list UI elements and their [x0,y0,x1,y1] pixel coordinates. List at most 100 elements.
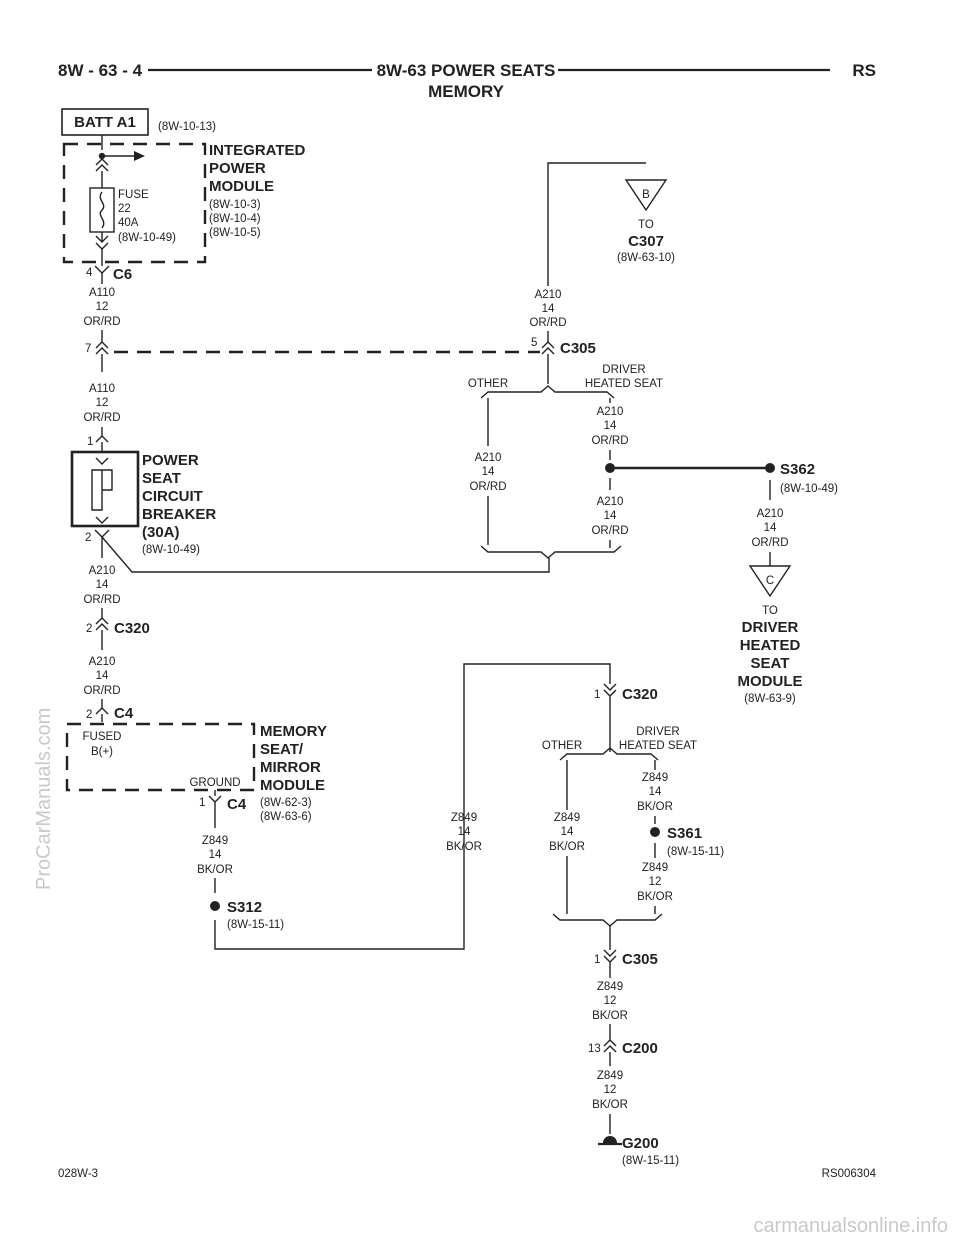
svg-text:OR/RD: OR/RD [83,412,120,424]
svg-text:OR/RD: OR/RD [83,316,120,328]
integrated-power-module: FUSE 22 40A (8W-10-49) INTEGRATED POWER … [62,142,306,266]
batt-label: BATT A1 [74,114,136,131]
connector-c305-bottom: 1 C305 [594,949,658,978]
page-header: 8W - 63 - 4 8W-63 POWER SEATS MEMORY RS [58,61,876,101]
s312-name: S312 [227,899,262,916]
connector-c4-top: 2 C4 [86,705,134,722]
c305-pin-right: 5 [531,337,537,349]
cb-name-1: POWER [142,452,199,469]
splice-s361: S361 (8W-15-11) [650,825,724,858]
svg-text:OR/RD: OR/RD [751,537,788,549]
svg-text:A210: A210 [597,496,624,508]
watermark-bottom: carmanualsonline.info [753,1215,948,1237]
svg-text:14: 14 [649,786,662,798]
s362-ref: (8W-10-49) [780,483,838,495]
c305-bottom-name: C305 [622,951,658,968]
msm-fused-2: B(+) [91,746,113,758]
ipm-ref-3: (8W-10-5) [209,227,261,239]
branch-top-driver-1: DRIVER [602,364,645,376]
header-right: RS [852,61,876,80]
svg-text:OR/RD: OR/RD [591,525,628,537]
c4-top-name: C4 [114,705,134,722]
c320-right-name: C320 [622,686,658,703]
svg-text:14: 14 [604,420,617,432]
svg-text:A210: A210 [597,406,624,418]
dhsm-name-4: MODULE [738,673,803,690]
svg-text:OR/RD: OR/RD [469,481,506,493]
svg-text:A210: A210 [535,289,562,301]
driver-heated-seat-module: C TO DRIVER HEATED SEAT MODULE (8W-63-9) [738,565,803,705]
cb-pin-top: 1 [87,436,93,448]
cb-name-4: BREAKER [142,506,216,523]
branch-bottom-driver-2: HEATED SEAT [619,740,697,752]
c307-letter: B [642,189,650,201]
dhsm-name-2: HEATED [740,637,801,654]
g200-name: G200 [622,1135,659,1152]
fuse-rating: 40A [118,217,139,229]
c6-name: C6 [113,266,132,283]
svg-text:12: 12 [649,876,662,888]
branch-bottom: OTHER DRIVER HEATED SEAT [542,726,697,761]
msm-ref-1: (8W-62-3) [260,797,312,809]
connector-c6: 4 C6 [86,265,132,284]
connector-c320-right: 1 C320 [594,683,658,752]
connector-c200: 13 C200 [588,1039,658,1066]
svg-text:OR/RD: OR/RD [591,435,628,447]
watermark-side: ProCarManuals.com [33,708,55,890]
svg-text:14: 14 [542,303,555,315]
branch-top-other: OTHER [468,378,508,390]
wire-z849-long: Z849 14 BK/OR [446,812,482,853]
svg-text:OR/RD: OR/RD [83,685,120,697]
c305-pin-left: 7 [85,343,91,355]
wire-a210-driver-2: A210 14 OR/RD [591,478,629,548]
wire-a210-driver-1: A210 14 OR/RD [591,398,629,460]
c4-bottom-name: C4 [227,796,247,813]
msm-ref-2: (8W-63-6) [260,811,312,823]
dhsm-letter: C [766,575,774,587]
svg-text:BK/OR: BK/OR [446,841,482,853]
svg-text:OR/RD: OR/RD [529,317,566,329]
wire-a110-mid: A110 12 OR/RD [83,354,121,436]
wire-a210-left-1: A210 14 OR/RD [83,565,121,618]
c305-bottom-pin: 1 [594,954,600,966]
ground-g200: G200 (8W-15-11) [598,1135,679,1167]
wire-a210-other: A210 14 OR/RD [469,398,507,545]
svg-text:12: 12 [604,995,617,1007]
svg-text:BK/OR: BK/OR [549,841,585,853]
svg-text:Z849: Z849 [642,862,668,874]
ipm-name-3: MODULE [209,178,274,195]
wire-z849-other: Z849 14 BK/OR [549,760,585,914]
fuse-ref: (8W-10-49) [118,232,176,244]
wire-z849-s361: Z849 12 BK/OR [637,862,673,914]
c307-name: C307 [628,233,664,250]
c4-bottom-pin: 1 [199,797,205,809]
branch-top-driver-2: HEATED SEAT [585,378,663,390]
wire-a210-s362: A210 14 OR/RD [751,508,789,566]
c200-pin: 13 [588,1043,601,1055]
cb-name-2: SEAT [142,470,181,487]
svg-text:14: 14 [96,670,109,682]
svg-text:BK/OR: BK/OR [592,1099,628,1111]
msm-name-1: MEMORY [260,723,327,740]
svg-text:14: 14 [209,849,222,861]
svg-text:14: 14 [482,466,495,478]
g200-ref: (8W-15-11) [622,1155,679,1167]
svg-text:14: 14 [604,510,617,522]
connector-c305-top: 7 5 C305 [85,337,596,357]
footer-left: 028W-3 [58,1168,98,1180]
svg-text:12: 12 [604,1084,617,1096]
connector-c307: B TO C307 (8W-63-10) [547,162,675,286]
ipm-ref-2: (8W-10-4) [209,213,261,225]
svg-text:BK/OR: BK/OR [637,801,673,813]
splice-s362: S362 (8W-10-49) [605,461,838,500]
svg-text:BK/OR: BK/OR [197,864,233,876]
cb-ref: (8W-10-49) [142,544,200,556]
s361-name: S361 [667,825,702,842]
c4-top-pin: 2 [86,709,92,721]
s361-ref: (8W-15-11) [667,846,724,858]
cb-name-3: CIRCUIT [142,488,203,505]
wire-a110-top: A110 12 OR/RD [83,287,121,342]
msm-fused-1: FUSED [83,731,122,743]
svg-text:Z849: Z849 [642,772,668,784]
